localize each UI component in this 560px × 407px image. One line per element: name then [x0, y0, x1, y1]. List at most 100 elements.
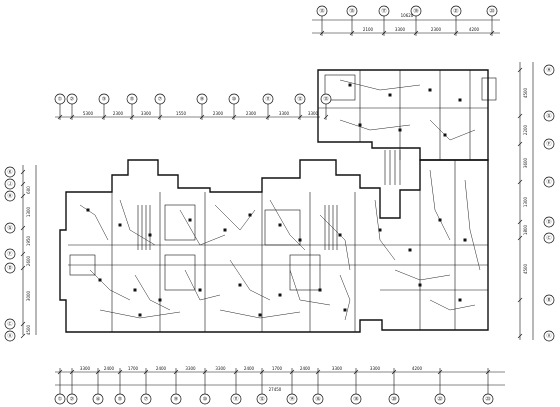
stair-wing — [384, 150, 401, 185]
overall-dimension-bottom: 27450 — [269, 387, 282, 392]
fixture-symbol-6 — [278, 223, 282, 227]
svg-text:Ⓖ: Ⓖ — [546, 112, 551, 119]
wing-top-dimension-3: 4200 — [469, 27, 480, 32]
axis-wing-top-4: ㉑ — [450, 5, 462, 17]
axis-right-4: Ⓓ — [543, 216, 555, 228]
svg-text:⑤: ⑤ — [118, 396, 122, 402]
wire-run-1 — [119, 199, 156, 246]
fixture-symbol-28 — [418, 283, 422, 287]
wire-run-2 — [179, 209, 226, 246]
svg-text:⑨: ⑨ — [174, 396, 178, 402]
top-dimension-4: 2300 — [213, 111, 224, 116]
svg-text:④: ④ — [96, 396, 101, 402]
svg-text:⑮: ⑮ — [349, 7, 354, 14]
fixture-symbol-21 — [348, 83, 352, 87]
wire-run-6 — [89, 269, 131, 301]
svg-text:⑪: ⑪ — [233, 395, 238, 402]
wing-top-dimension-1: 3300 — [395, 27, 406, 32]
left-dimension-1: 1300 — [26, 206, 31, 217]
wire-run-10 — [289, 269, 331, 306]
svg-text:①: ① — [58, 396, 63, 402]
svg-text:Ⓗ: Ⓗ — [546, 66, 551, 73]
bottom-dimension-10: 3300 — [370, 366, 381, 371]
fixture-symbol-11 — [158, 298, 162, 302]
fixture-symbol-10 — [133, 288, 137, 292]
svg-text:⑫: ⑫ — [297, 95, 302, 102]
fixture-symbol-8 — [338, 233, 342, 237]
axis-bottom-4: ⑦ — [140, 393, 152, 405]
svg-text:⑫: ⑫ — [259, 395, 264, 402]
fixture-symbol-17 — [378, 228, 382, 232]
axis-bottom-13: ㉒ — [434, 393, 446, 405]
fixture-symbol-18 — [408, 248, 412, 252]
axis-right-7: Ⓐ — [543, 330, 555, 342]
svg-text:Ⓖ: Ⓖ — [7, 224, 12, 231]
axis-wing-top-3: ⑲ — [410, 5, 422, 17]
top-dimension-0: 5300 — [83, 111, 94, 116]
svg-text:Ⓓ: Ⓓ — [7, 264, 12, 271]
svg-text:Ⓒ: Ⓒ — [7, 320, 12, 327]
fixture-symbol-14 — [278, 293, 282, 297]
fixture-symbol-16 — [343, 308, 347, 312]
axis-bottom-5: ⑨ — [170, 393, 182, 405]
fixture-symbol-13 — [238, 283, 242, 287]
wire-run-18 — [394, 269, 451, 281]
axis-top-8: ⑫ — [294, 93, 306, 105]
bottom-dimension-2: 1700 — [128, 366, 139, 371]
svg-text:⑩: ⑩ — [203, 396, 208, 402]
axis-right-3: Ⓔ — [543, 176, 555, 188]
wire-run-20 — [99, 309, 181, 319]
svg-text:⑨: ⑨ — [200, 96, 204, 102]
axis-bottom-9: ⑭ — [286, 393, 298, 405]
svg-text:㉒: ㉒ — [437, 395, 442, 402]
fixture-symbol-2 — [148, 233, 152, 237]
wire-run-14 — [464, 179, 481, 271]
stair-left — [137, 205, 151, 250]
bottom-dimension-4: 3300 — [185, 366, 196, 371]
fixture-symbol-27 — [443, 133, 447, 137]
axis-bottom-14: ㉓ — [482, 393, 494, 405]
axis-right-0: Ⓗ — [543, 64, 555, 76]
axis-top-1: ② — [66, 93, 78, 105]
top-dimension-5: 2300 — [246, 111, 257, 116]
axis-left-3: Ⓖ — [4, 222, 16, 234]
svg-text:Ⓕ: Ⓕ — [7, 250, 12, 257]
bottom-dimension-6: 2400 — [244, 366, 255, 371]
svg-text:⑱: ⑱ — [353, 395, 358, 402]
wire-run-12 — [374, 199, 396, 261]
right-dimension-5: 4500 — [523, 263, 528, 274]
axis-bottom-3: ⑤ — [114, 393, 126, 405]
svg-text:⑩: ⑩ — [232, 96, 237, 102]
wire-run-11 — [339, 274, 351, 321]
axis-bottom-7: ⑪ — [230, 393, 242, 405]
svg-text:⑬: ⑬ — [323, 95, 328, 102]
axis-right-5: Ⓒ — [543, 232, 555, 244]
wire-run-0 — [79, 204, 109, 241]
right-dimension-1: 2200 — [523, 124, 528, 135]
wire-run-17 — [429, 119, 476, 141]
axis-left-6: Ⓒ — [4, 318, 16, 330]
bottom-dimension-0: 3300 — [80, 366, 91, 371]
svg-text:Ⓒ: Ⓒ — [546, 234, 551, 241]
bottom-dimension-7: 1700 — [272, 366, 283, 371]
svg-text:⑤: ⑤ — [130, 96, 134, 102]
svg-text:⑭: ⑭ — [289, 395, 294, 402]
svg-text:⑲: ⑲ — [413, 7, 418, 14]
bottom-dimension-1: 2400 — [104, 366, 115, 371]
wiring-circuits — [79, 79, 481, 321]
wire-run-8 — [184, 269, 221, 301]
fixture-symbol-29 — [458, 298, 462, 302]
axis-bottom-2: ④ — [92, 393, 104, 405]
fixture-symbol-15 — [318, 288, 322, 292]
svg-text:Ⓔ: Ⓔ — [546, 178, 551, 185]
fixture-symbol-20 — [463, 238, 467, 242]
fixture-symbol-9 — [98, 278, 102, 282]
bottom-dimension-9: 3300 — [332, 366, 343, 371]
stair-right — [324, 205, 338, 250]
left-dimension-0: 600 — [26, 186, 31, 194]
axis-left-0: Ⓚ — [4, 166, 16, 178]
right-dimension-0: 4500 — [523, 87, 528, 98]
svg-text:③: ③ — [102, 96, 106, 102]
